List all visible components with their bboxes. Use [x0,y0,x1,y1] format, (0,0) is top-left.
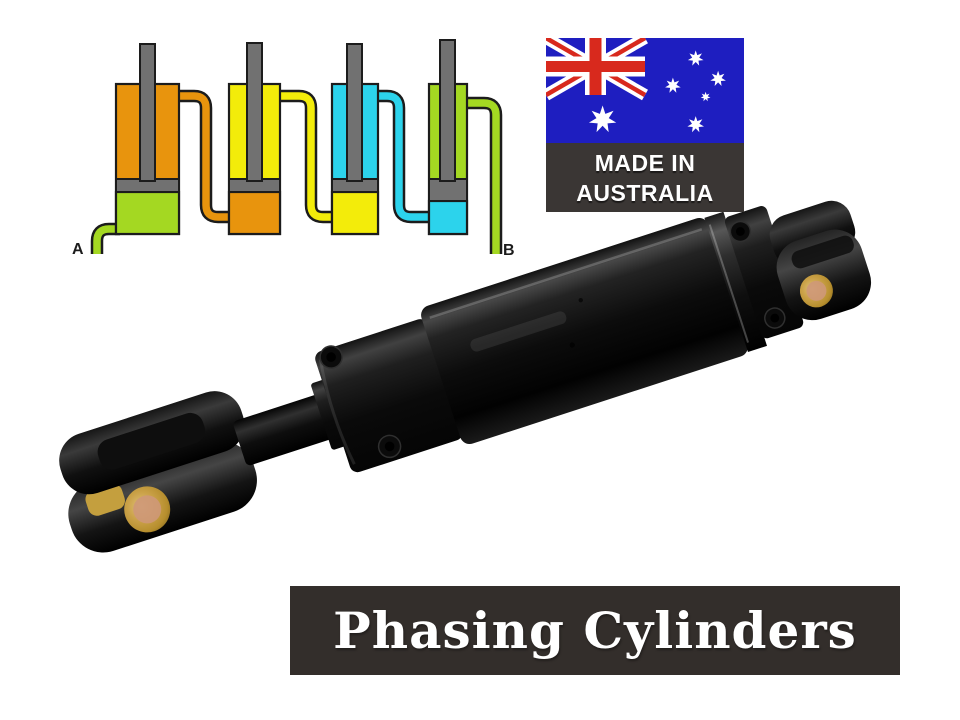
clevis-slot [97,412,206,470]
beta-crucis-star-icon [665,77,681,93]
schematic-cylinder-1 [114,43,181,236]
weld-band-highlight [708,224,750,343]
clevis-gap-shadow [791,235,854,269]
transfer-pipe-3 [377,89,431,224]
hex-socket-screw [764,307,786,329]
barrel-dot [578,297,583,303]
return-pipe-b [464,96,503,254]
delta-crucis-star-icon [710,70,726,87]
made-in-australia-badge: MADE IN AUSTRALIA [546,38,744,212]
barrel [421,218,748,445]
piston-rod-shaft [233,393,337,466]
hydraulic-phasing-schematic: A B [72,39,515,259]
piston-rod [346,43,363,182]
hydraulic-cylinder [59,200,872,553]
schematic-cylinder-2 [227,42,282,236]
port-label-b: B [503,242,515,259]
epsilon-crucis-star-icon [700,91,711,102]
banner-title: Phasing Cylinders [333,601,857,660]
gland-edge-highlight [318,359,356,465]
port-label-a: A [72,241,84,258]
transfer-pipe-2 [279,89,334,224]
clevis-pin-core [133,495,162,524]
schematic-cylinder-4 [427,39,469,236]
rod-end-clevis [59,391,257,553]
badge-line-2: AUSTRALIA [576,179,714,206]
barrel-dot [569,342,575,348]
badge-line-1: MADE IN [594,149,696,176]
rod-step-ring [311,379,347,450]
commonwealth-star-icon [588,105,617,133]
alpha-crucis-star-icon [687,116,704,133]
supply-pipe-a [90,222,120,254]
gland-head [315,319,463,473]
title-banner: Phasing Cylinders [290,586,900,675]
hex-socket-screw [729,220,752,243]
hex-socket-screw [319,345,343,369]
cross-bar-red [546,61,645,72]
weld-band [704,211,767,353]
transfer-pipe-1 [178,89,231,224]
barrel-highlight [429,228,703,319]
hex-socket-screw [377,434,402,459]
cap-side-chamber [427,199,469,236]
schematic-cylinder-3 [330,43,380,236]
piston-rod [439,39,456,182]
barrel-marking [470,311,567,352]
union-jack-icon [546,38,648,101]
piston-rod [246,42,263,182]
australian-flag [546,38,744,143]
badge-caption: MADE IN AUSTRALIA [546,143,744,212]
piston-rod [139,43,156,182]
clevis-pin-core [806,280,827,301]
cap-end-clevis [769,200,872,321]
gamma-crucis-star-icon [687,50,704,66]
cap-side-chamber [227,190,282,236]
